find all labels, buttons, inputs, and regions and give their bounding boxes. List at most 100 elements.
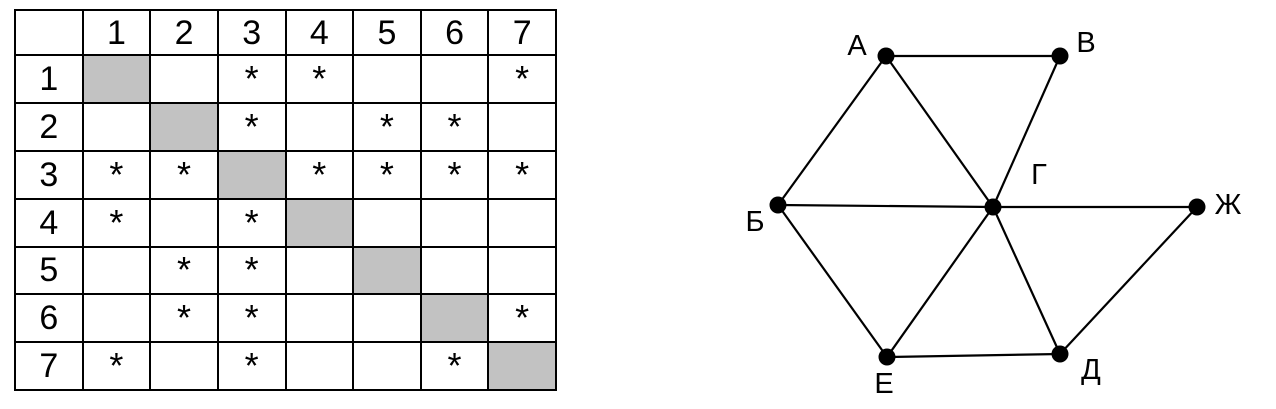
matrix-cell xyxy=(149,54,219,105)
graph-vertex-dot xyxy=(1051,345,1069,363)
matrix-cell: * xyxy=(216,197,287,248)
matrix-mark: * xyxy=(244,249,259,291)
matrix-cell xyxy=(284,293,355,344)
matrix-row-header: 3 xyxy=(14,149,84,200)
matrix-cell xyxy=(487,341,557,391)
matrix-cell: * xyxy=(352,149,422,200)
matrix-col-header: 2 xyxy=(149,8,219,57)
matrix-row-header: 2 xyxy=(14,102,84,152)
matrix-mark: * xyxy=(109,201,124,243)
graph-edge xyxy=(777,203,994,209)
matrix-mark: * xyxy=(177,297,192,339)
matrix-row-header: 6 xyxy=(14,293,84,344)
matrix-mark: * xyxy=(447,345,462,387)
matrix-cell: * xyxy=(216,293,287,344)
matrix-mark: * xyxy=(244,58,259,100)
graph-vertex-label: Б xyxy=(745,206,764,238)
matrix-cell: * xyxy=(216,54,287,105)
matrix-cell: * xyxy=(149,149,219,200)
matrix-cell xyxy=(216,149,287,200)
matrix-mark: * xyxy=(109,153,124,195)
graph-vertex-dot xyxy=(1188,198,1206,216)
graph-vertex-label: В xyxy=(1076,27,1095,59)
matrix-cell xyxy=(352,341,422,391)
matrix-cell: * xyxy=(419,149,490,200)
graph-vertex-label: Д xyxy=(1081,354,1101,386)
matrix-mark: * xyxy=(515,297,530,339)
matrix-cell xyxy=(284,341,355,391)
matrix-cell: * xyxy=(487,293,557,344)
matrix-cell xyxy=(487,245,557,296)
matrix-cell: * xyxy=(419,341,490,391)
matrix-cell: * xyxy=(81,149,152,200)
matrix-cell: * xyxy=(149,245,219,296)
graph-edge xyxy=(1059,206,1198,355)
graph-vertex-dot xyxy=(877,47,895,65)
matrix-row-header: 4 xyxy=(14,197,84,248)
graph-vertex-label: Е xyxy=(874,368,893,400)
matrix-mark: * xyxy=(244,201,259,243)
matrix-col-header: 5 xyxy=(352,8,422,57)
matrix-mark: * xyxy=(379,106,394,148)
matrix-cell xyxy=(149,102,219,152)
matrix-col-header: 6 xyxy=(419,8,490,57)
matrix-mark: * xyxy=(177,249,192,291)
matrix-cell: * xyxy=(419,102,490,152)
matrix-cell: * xyxy=(81,341,152,391)
graph-vertex-label: А xyxy=(847,30,867,62)
matrix-cell: * xyxy=(216,245,287,296)
matrix-cell xyxy=(284,245,355,296)
matrix-cell xyxy=(149,341,219,391)
matrix-mark: * xyxy=(312,58,327,100)
matrix-cell: * xyxy=(352,102,422,152)
matrix-cell xyxy=(487,197,557,248)
matrix-cell: * xyxy=(216,102,287,152)
matrix-cell xyxy=(419,54,490,105)
matrix-cell xyxy=(419,293,490,344)
matrix-cell xyxy=(352,245,422,296)
matrix-cell: * xyxy=(284,54,355,105)
matrix-mark: * xyxy=(515,58,530,100)
matrix-mark: * xyxy=(244,345,259,387)
matrix-mark: * xyxy=(244,297,259,339)
graph-edge xyxy=(885,55,994,208)
matrix-mark: * xyxy=(447,106,462,148)
matrix-mark: * xyxy=(244,106,259,148)
graph-edge xyxy=(991,55,1062,208)
graph-vertex-label: Ж xyxy=(1215,189,1242,221)
matrix-mark: * xyxy=(109,345,124,387)
matrix-row-header: 1 xyxy=(14,54,84,105)
matrix-cell xyxy=(81,54,152,105)
graph-vertex-dot xyxy=(878,348,896,366)
matrix-corner-cell xyxy=(14,8,84,57)
matrix-cell xyxy=(284,102,355,152)
matrix-mark: * xyxy=(379,153,394,195)
matrix-cell xyxy=(81,102,152,152)
matrix-cell xyxy=(419,245,490,296)
graph-edge xyxy=(886,206,994,358)
matrix-cell: * xyxy=(216,341,287,391)
matrix-cell xyxy=(352,197,422,248)
matrix-cell xyxy=(487,102,557,152)
matrix-cell: * xyxy=(487,54,557,105)
matrix-cell xyxy=(81,245,152,296)
matrix-cell xyxy=(149,197,219,248)
matrix-col-header: 4 xyxy=(284,8,355,57)
matrix-col-header: 7 xyxy=(487,8,557,57)
graph-vertex-dot xyxy=(1051,47,1069,65)
graph-edge xyxy=(777,55,887,206)
matrix-mark: * xyxy=(177,153,192,195)
matrix-cell xyxy=(81,293,152,344)
matrix-row-header: 7 xyxy=(14,341,84,391)
matrix-cell xyxy=(284,197,355,248)
graph-vertex-label: Г xyxy=(1031,159,1047,191)
graph-edge xyxy=(886,352,1061,359)
matrix-col-header: 3 xyxy=(216,8,287,57)
matrix-cell: * xyxy=(487,149,557,200)
matrix-cell xyxy=(352,54,422,105)
matrix-cell: * xyxy=(284,149,355,200)
graph-vertex-dot xyxy=(769,196,787,214)
